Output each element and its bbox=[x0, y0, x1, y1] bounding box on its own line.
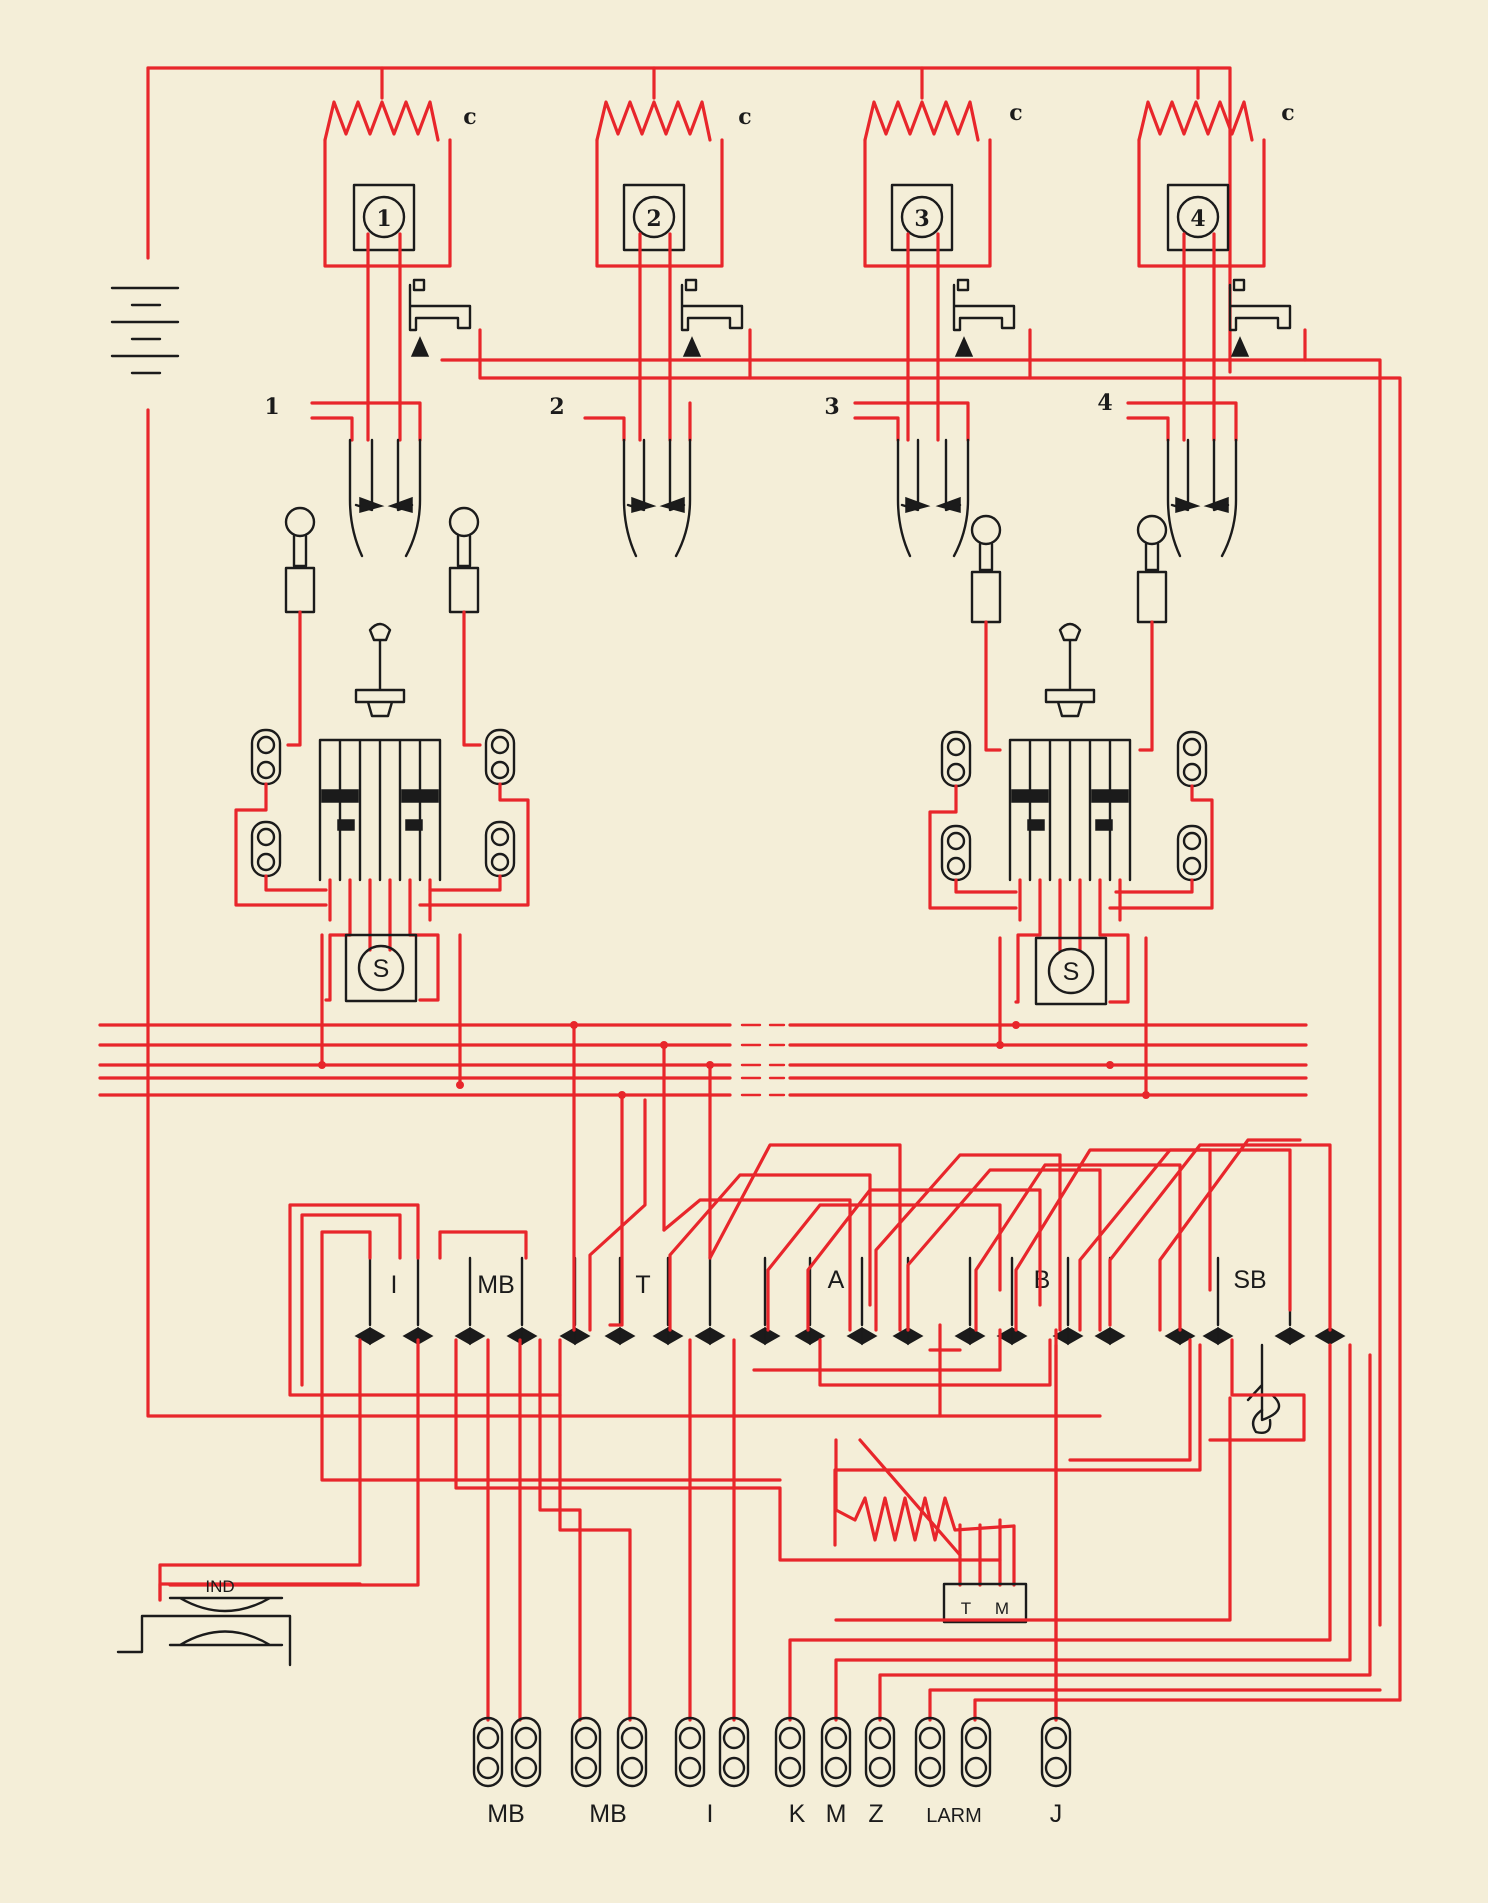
terminal-2 bbox=[510, 1716, 542, 1788]
key-label-sb: SB bbox=[1233, 1266, 1266, 1294]
coil-mark-3: c bbox=[1009, 100, 1022, 126]
plug-right-b bbox=[1136, 514, 1168, 624]
terminal-label-mb-1: MB bbox=[487, 1800, 525, 1828]
station-number-4: 4 bbox=[1190, 206, 1205, 232]
drop-hook-3 bbox=[952, 278, 1016, 357]
station-block-2 bbox=[595, 66, 724, 442]
key-label-i: I bbox=[391, 1271, 398, 1299]
terminal-label-mb-2: MB bbox=[589, 1800, 627, 1828]
plug-screw-terminals-left bbox=[250, 728, 516, 878]
terminal-3 bbox=[570, 1716, 602, 1788]
relay-block-tm bbox=[942, 1582, 1028, 1624]
terminal-feed-wiring bbox=[788, 1343, 1402, 1722]
terminal-label-larm: LARM bbox=[926, 1805, 982, 1827]
key-label-b: B bbox=[1034, 1266, 1051, 1294]
station-block-3 bbox=[863, 66, 992, 442]
line-label-3: 3 bbox=[824, 394, 839, 420]
drop-hook-1 bbox=[408, 278, 472, 357]
listening-key-left bbox=[318, 622, 442, 882]
station-number-2: 2 bbox=[646, 206, 661, 232]
line-jack-2 bbox=[583, 401, 692, 558]
cord-circuit-label-left: S bbox=[373, 955, 390, 983]
terminal-9 bbox=[864, 1716, 896, 1788]
terminal-label-z: Z bbox=[868, 1800, 883, 1828]
terminal-label-m: M bbox=[826, 1800, 847, 1828]
terminal-strip bbox=[472, 1716, 1072, 1788]
terminal-label-k: K bbox=[789, 1800, 806, 1828]
terminal-1 bbox=[472, 1716, 504, 1788]
line-label-1: 1 bbox=[264, 394, 279, 420]
drop-hook-2 bbox=[680, 278, 744, 357]
terminal-6 bbox=[718, 1716, 750, 1788]
terminal-12 bbox=[1040, 1716, 1072, 1788]
left-key-wiring bbox=[158, 1203, 1002, 1722]
terminal-11 bbox=[960, 1716, 992, 1788]
key-label-mb: MB bbox=[477, 1271, 515, 1299]
key-label-t: T bbox=[635, 1271, 650, 1299]
line-jack-1 bbox=[310, 401, 422, 558]
line-jack-3 bbox=[853, 401, 970, 558]
station-block-1 bbox=[323, 66, 452, 442]
drop-hook-4 bbox=[1228, 278, 1292, 357]
line-label-2: 2 bbox=[549, 394, 564, 420]
terminal-5 bbox=[674, 1716, 706, 1788]
plug-screw-terminals-right bbox=[940, 730, 1208, 882]
station-block-4 bbox=[1137, 66, 1266, 442]
station-number-3: 3 bbox=[914, 206, 929, 232]
indicator-icon bbox=[116, 1582, 362, 1667]
drop-indicators bbox=[408, 278, 1402, 1702]
terminal-8 bbox=[820, 1716, 852, 1788]
coil-mark-1: c bbox=[463, 104, 476, 130]
ringing-coil bbox=[834, 1438, 1016, 1587]
relay-label-m: M bbox=[995, 1599, 1009, 1618]
plug-right-a bbox=[970, 514, 1002, 624]
station-number-1: 1 bbox=[376, 206, 391, 232]
terminal-label-i: I bbox=[707, 1800, 714, 1828]
terminal-10 bbox=[914, 1716, 946, 1788]
listening-key-right bbox=[1008, 622, 1132, 882]
line-jack-4 bbox=[1126, 401, 1238, 558]
terminal-4 bbox=[616, 1716, 648, 1788]
coil-mark-2: c bbox=[738, 104, 751, 130]
terminal-7 bbox=[774, 1716, 806, 1788]
terminal-label-j: J bbox=[1050, 1800, 1063, 1828]
plug-left-a bbox=[284, 506, 316, 614]
line-label-4: 4 bbox=[1097, 390, 1112, 416]
battery-icon bbox=[110, 286, 180, 375]
indicator-label: IND bbox=[205, 1577, 234, 1596]
cord-circuit-right bbox=[928, 514, 1214, 1097]
coil-mark-4: c bbox=[1281, 100, 1294, 126]
cord-circuit-label-right: S bbox=[1063, 958, 1080, 986]
cord-circuit-left bbox=[234, 506, 530, 1087]
bus-bars bbox=[98, 1021, 1308, 1099]
key-label-a: A bbox=[828, 1266, 845, 1294]
key-bank-wiring bbox=[572, 1023, 1332, 1332]
plug-left-b bbox=[448, 506, 480, 614]
relay-label-t: T bbox=[961, 1599, 971, 1618]
